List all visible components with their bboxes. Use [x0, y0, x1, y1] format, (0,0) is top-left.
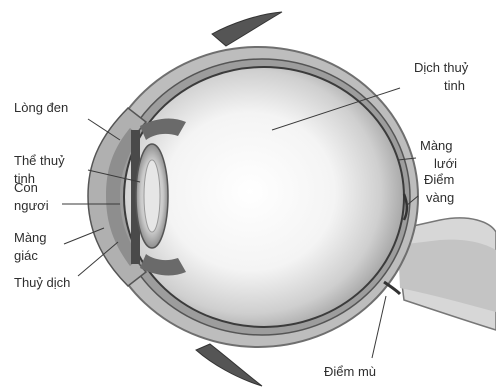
- label-cornea-membrane-line1: Màng: [14, 230, 47, 245]
- label-aqueous: Thuỷ dịch: [14, 275, 70, 290]
- leader-blind-spot: [372, 296, 386, 358]
- label-vitreous-line2: tinh: [444, 78, 465, 93]
- upper-eyelid: [212, 12, 282, 46]
- label-blind-spot: Điểm mù: [324, 364, 376, 379]
- label-pupil-line2: ngươi: [14, 198, 49, 213]
- label-retina-line2: lưới: [434, 156, 457, 171]
- label-macula-line2: vàng: [426, 190, 454, 205]
- lower-eyelid: [196, 344, 262, 386]
- label-cornea-membrane-line2: giác: [14, 248, 38, 263]
- label-pupil: Con ngươi: [14, 180, 49, 213]
- label-cornea-membrane: Màng giác: [14, 230, 50, 263]
- lens-core: [144, 160, 160, 232]
- label-vitreous: Dịch thuỷ tinh: [414, 60, 472, 93]
- label-macula: Điểm vàng: [424, 172, 458, 205]
- label-pupil-line1: Con: [14, 180, 38, 195]
- label-vitreous-line1: Dịch thuỷ: [414, 60, 469, 75]
- label-macula-line1: Điểm: [424, 172, 454, 187]
- label-retina: Màng lưới: [420, 138, 457, 171]
- label-retina-line1: Màng: [420, 138, 453, 153]
- label-lens-line1: Thể thuỷ: [14, 153, 65, 168]
- label-cornea: Lòng đen: [14, 100, 68, 115]
